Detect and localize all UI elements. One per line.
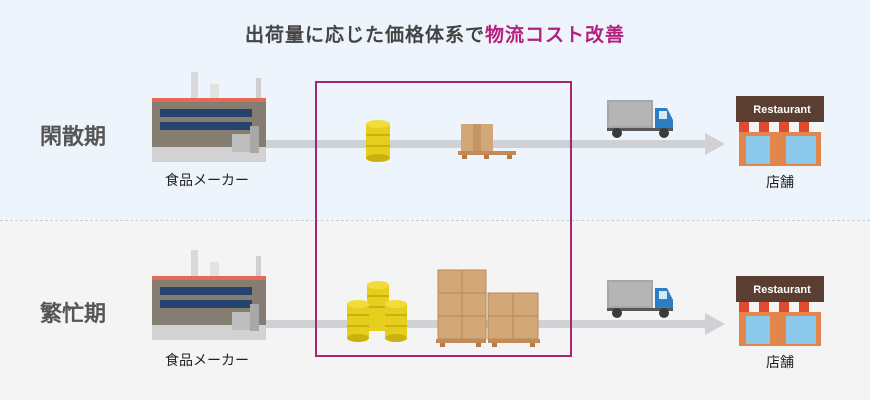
truck-icon: [607, 100, 673, 138]
pallet-box-icon: [458, 124, 516, 159]
truck-icon: [607, 280, 673, 318]
off-peak-band: [0, 0, 870, 220]
period-label-off-peak: 閑散期: [40, 125, 107, 150]
arrow-head-off-peak: [705, 133, 725, 155]
store-sign-text: Restaurant: [753, 104, 811, 116]
title-main: 出荷量に応じた価格体系で: [244, 24, 485, 46]
arrow-head-peak: [705, 313, 725, 335]
highlight-frame: [315, 81, 572, 357]
factory-label: 食品メーカー: [165, 353, 249, 369]
coin-stack-icon: [366, 120, 390, 162]
factory-label: 食品メーカー: [165, 173, 249, 189]
peak-band: [0, 221, 870, 400]
coin-stacks-icon: [347, 281, 407, 342]
pallet-boxes-icon: [436, 269, 540, 347]
store-label: 店舗: [766, 175, 794, 191]
store-label: 店舗: [766, 355, 794, 371]
factory-icon: [152, 250, 266, 340]
band-divider: [0, 220, 870, 221]
diagram-title: 出荷量に応じた価格体系で物流コスト改善: [0, 20, 870, 47]
store-sign-text: Restaurant: [753, 284, 811, 296]
title-accent: 物流コスト改善: [485, 24, 626, 46]
factory-icon: [152, 72, 266, 162]
store-icon: Restaurant: [736, 96, 824, 166]
store-icon: Restaurant: [736, 276, 824, 346]
period-label-peak: 繁忙期: [40, 302, 107, 327]
